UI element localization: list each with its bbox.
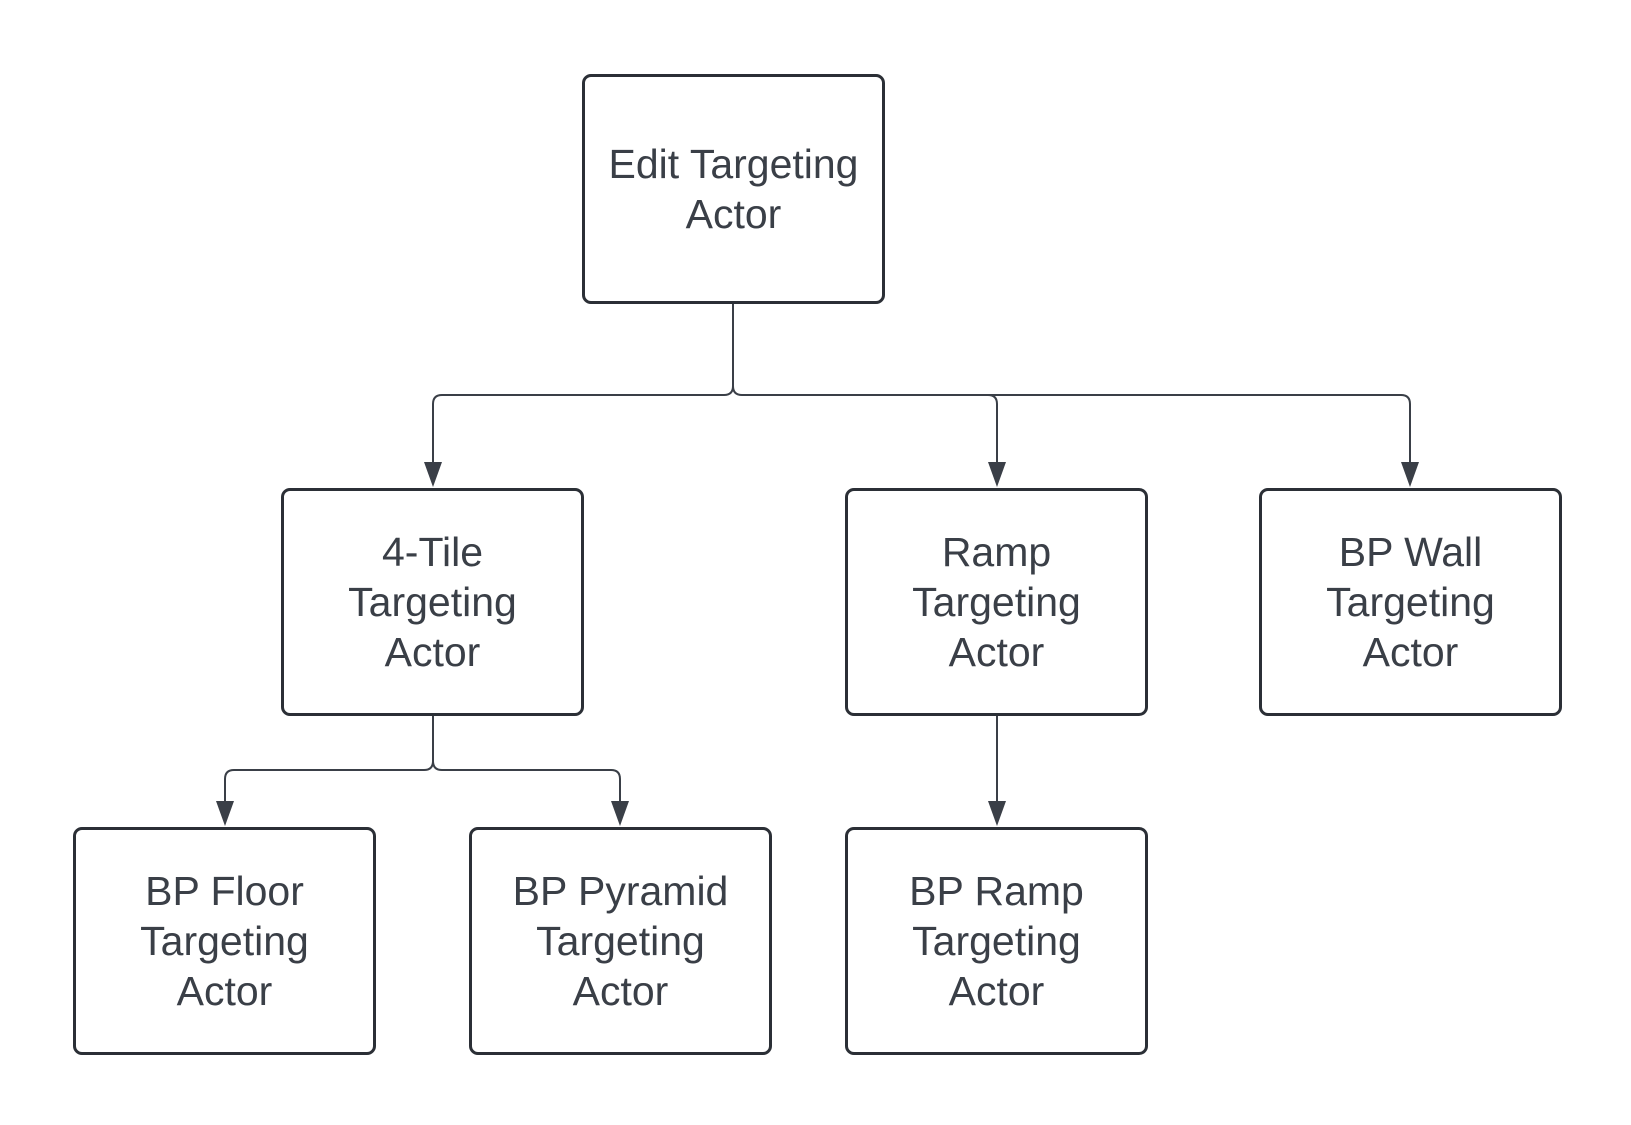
connector-edit-to-ramp bbox=[732, 304, 998, 466]
arrowhead-wall bbox=[1401, 462, 1419, 487]
node-label-line: Targeting bbox=[536, 918, 705, 964]
node-label-line: BP Wall bbox=[1338, 529, 1483, 575]
node-label-line: BP Pyramid bbox=[512, 868, 729, 914]
node-label-line: Targeting bbox=[140, 918, 309, 964]
node-edit-targeting-actor[interactable]: Edit Targeting Actor bbox=[582, 74, 885, 304]
node-bp-floor-targeting-actor[interactable]: BP Floor Targeting Actor bbox=[73, 827, 376, 1055]
node-label-line: 4-Tile bbox=[382, 529, 483, 575]
node-label-line: Targeting bbox=[912, 918, 1081, 964]
node-label-line: Targeting bbox=[348, 579, 517, 625]
node-label-line: Ramp bbox=[941, 529, 1052, 575]
node-label-line: Targeting bbox=[1326, 579, 1495, 625]
node-4-tile-targeting-actor[interactable]: 4-Tile Targeting Actor bbox=[281, 488, 584, 716]
node-label-line: Targeting bbox=[912, 579, 1081, 625]
node-label-line: Actor bbox=[948, 968, 1045, 1014]
node-label-line: BP Floor bbox=[145, 868, 304, 914]
node-label-line: Actor bbox=[384, 629, 481, 675]
node-label-line: Actor bbox=[685, 191, 782, 237]
node-label-line: BP Ramp bbox=[909, 868, 1084, 914]
arrowhead-4tile bbox=[424, 462, 442, 487]
node-bp-ramp-targeting-actor[interactable]: BP Ramp Targeting Actor bbox=[845, 827, 1148, 1055]
node-label-line: Actor bbox=[176, 968, 273, 1014]
node-bp-pyramid-targeting-actor[interactable]: BP Pyramid Targeting Actor bbox=[469, 827, 772, 1055]
arrowhead-bpramp bbox=[988, 801, 1006, 826]
node-label-line: Edit Targeting bbox=[608, 141, 859, 187]
connector-4tile-to-pyramid bbox=[432, 716, 621, 805]
node-label-line: Actor bbox=[948, 629, 1045, 675]
connector-4tile-to-floor bbox=[224, 716, 434, 805]
arrowhead-floor bbox=[216, 801, 234, 826]
arrowhead-pyramid bbox=[611, 801, 629, 826]
connector-edit-to-wall bbox=[988, 394, 1411, 466]
node-label-line: Actor bbox=[1362, 629, 1459, 675]
node-bp-wall-targeting-actor[interactable]: BP Wall Targeting Actor bbox=[1259, 488, 1562, 716]
node-ramp-targeting-actor[interactable]: Ramp Targeting Actor bbox=[845, 488, 1148, 716]
node-label-line: Actor bbox=[572, 968, 669, 1014]
connector-edit-to-4tile bbox=[432, 304, 734, 466]
arrowhead-ramp bbox=[988, 462, 1006, 487]
